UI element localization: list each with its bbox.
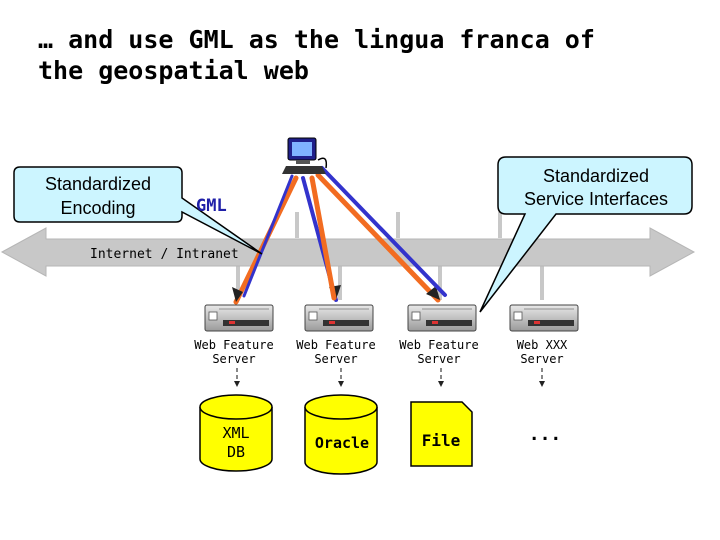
server-label-3b: Server bbox=[417, 352, 460, 366]
protocol-arrows bbox=[232, 166, 447, 305]
server-icon-3 bbox=[407, 304, 477, 332]
xml-db-label-2: DB bbox=[227, 443, 245, 461]
server-label-3: Web Feature bbox=[399, 338, 478, 352]
interfaces-callout-shape bbox=[479, 156, 693, 313]
server-icon-1 bbox=[204, 304, 274, 332]
network-label: Internet / Intranet bbox=[90, 247, 239, 262]
interfaces-callout-line1: Standardized bbox=[543, 166, 649, 186]
file-document-icon bbox=[410, 401, 473, 467]
server-label-1b: Server bbox=[212, 352, 255, 366]
server-label-2b: Server bbox=[314, 352, 357, 366]
more-stores-ellipsis: ... bbox=[529, 424, 562, 445]
xml-db-label: XML bbox=[222, 424, 249, 442]
xml-db-cylinder bbox=[199, 394, 273, 472]
server-label-4b: Server bbox=[520, 352, 563, 366]
encoding-callout-shape bbox=[13, 166, 263, 255]
slide-title: … and use GML as the lingua franca of th… bbox=[38, 24, 698, 86]
server-icon-4 bbox=[509, 304, 579, 332]
server-label-2: Web Feature bbox=[296, 338, 375, 352]
encoding-callout-line1: Standardized bbox=[45, 174, 151, 194]
title-line-1: … and use GML as the lingua franca of bbox=[38, 25, 595, 54]
encoding-callout-line2: Encoding bbox=[60, 198, 135, 218]
store-connectors bbox=[234, 368, 545, 387]
server-label-4: Web XXX bbox=[517, 338, 568, 352]
server-label-1: Web Feature bbox=[194, 338, 273, 352]
oracle-cylinder bbox=[304, 394, 378, 475]
client-computer-icon bbox=[282, 137, 328, 174]
interfaces-callout-line2: Service Interfaces bbox=[524, 189, 668, 209]
server-icon-2 bbox=[304, 304, 374, 332]
gml-label: GML bbox=[196, 196, 227, 216]
oracle-label: Oracle bbox=[315, 434, 369, 452]
file-label: File bbox=[422, 431, 461, 450]
title-line-2: the geospatial web bbox=[38, 56, 309, 85]
